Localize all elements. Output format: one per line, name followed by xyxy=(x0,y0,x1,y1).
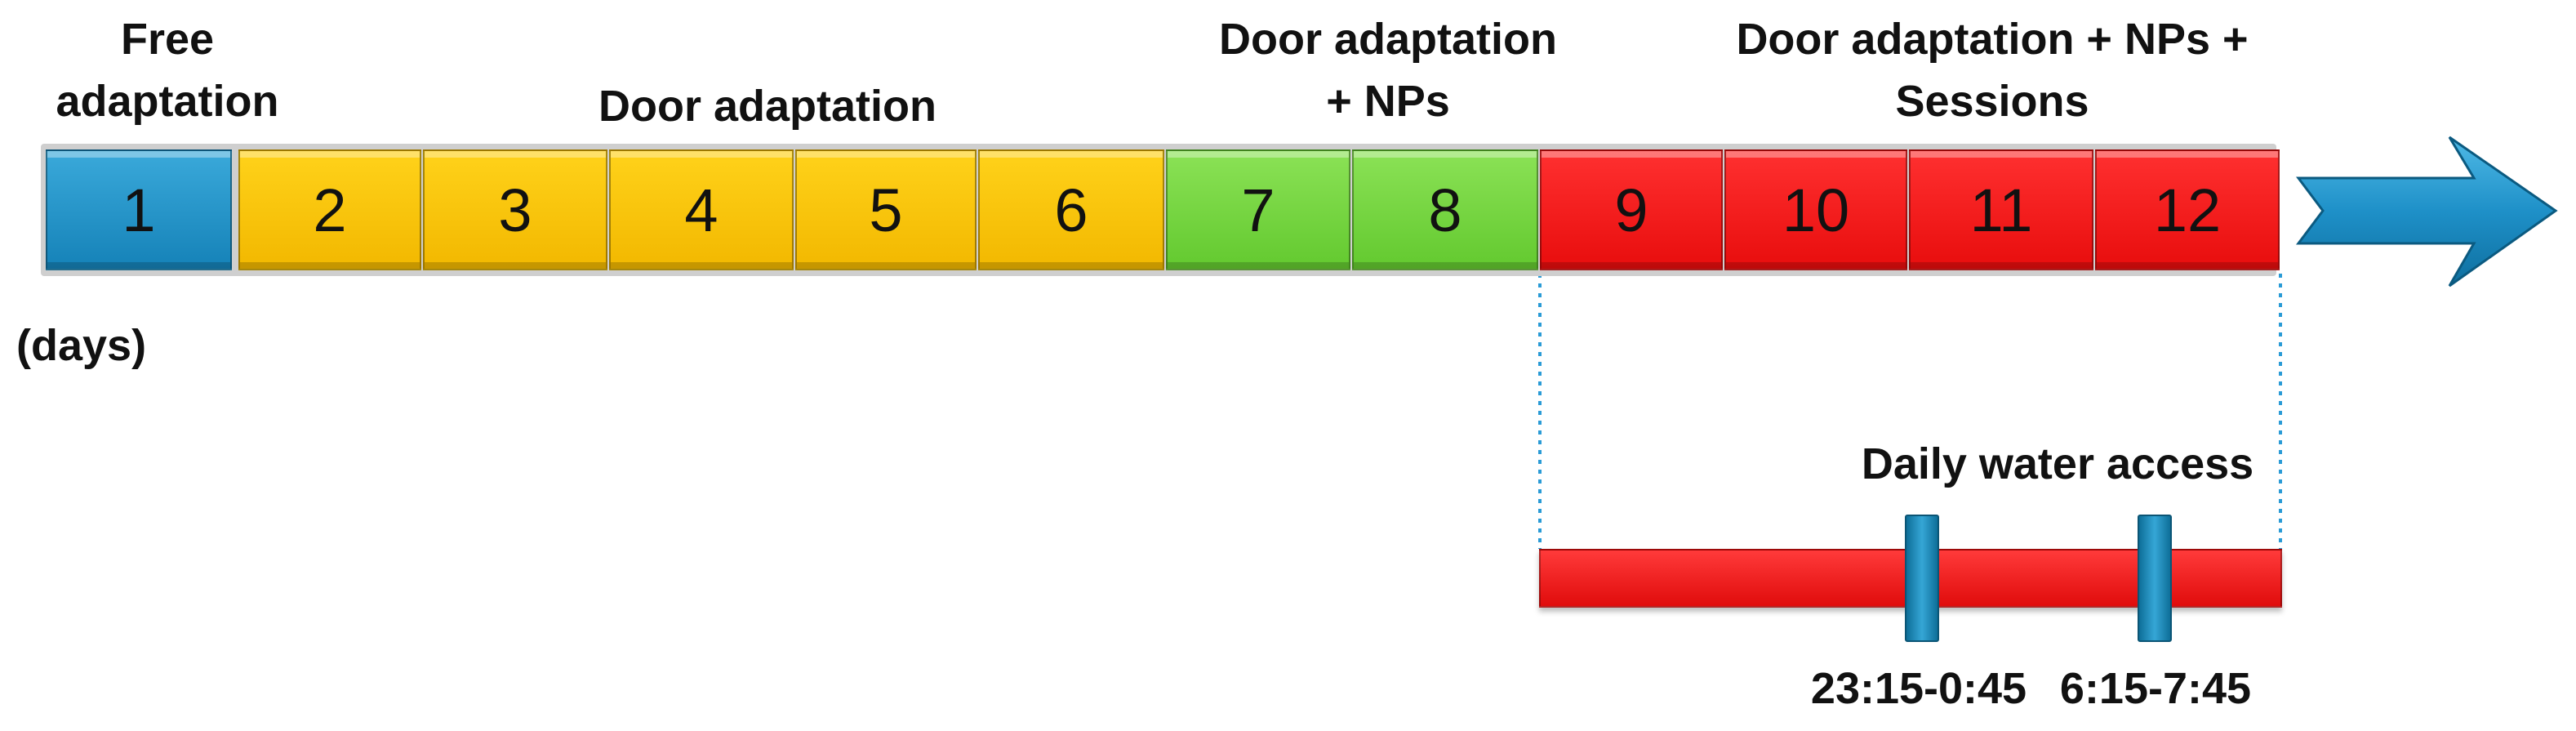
water-window-label-2-text: 6:15-7:45 xyxy=(2059,664,2252,713)
day-block: 4 xyxy=(609,149,794,270)
day-number: 7 xyxy=(1241,176,1275,244)
water-window-marker-2 xyxy=(2138,515,2172,642)
day-number: 12 xyxy=(2153,176,2222,244)
day-number: 1 xyxy=(122,176,156,244)
water-window-marker-1 xyxy=(1905,515,1939,642)
water-access-title: Daily water access xyxy=(1813,433,2302,495)
units-label: (days) xyxy=(16,314,180,377)
water-access-title-text: Daily water access xyxy=(1861,439,2254,488)
day-block: 3 xyxy=(423,149,607,270)
day-block: 5 xyxy=(795,149,977,270)
day-block: 6 xyxy=(978,149,1164,270)
right-arrow-icon xyxy=(2296,136,2558,287)
day-block: 1 xyxy=(46,149,232,270)
day-number: 6 xyxy=(1054,176,1088,244)
water-window-label-2: 6:15-7:45 xyxy=(2025,657,2286,720)
day-number: 9 xyxy=(1614,176,1648,244)
day-block: 9 xyxy=(1540,149,1723,270)
day-block: 11 xyxy=(1909,149,2093,270)
day-block: 8 xyxy=(1352,149,1538,270)
label-free-adaptation: Free adaptation xyxy=(33,8,302,132)
day-block: 10 xyxy=(1724,149,1907,270)
day-number: 11 xyxy=(1969,176,2033,244)
water-window-label-1-text: 23:15-0:45 xyxy=(1810,664,2027,713)
day-number: 2 xyxy=(313,176,347,244)
day-number: 3 xyxy=(498,176,532,244)
water-window-label-1: 23:15-0:45 xyxy=(1780,657,2058,720)
day-number: 10 xyxy=(1782,176,1850,244)
day-number: 8 xyxy=(1428,176,1462,244)
day-number: 4 xyxy=(684,176,719,244)
day-number: 5 xyxy=(869,176,903,244)
label-door-adaptation-nps-sessions: Door adaptation + NPs + Sessions xyxy=(1674,8,2311,132)
label-door-adaptation-nps-sessions-text: Door adaptation + NPs + Sessions xyxy=(1736,15,2249,126)
day-block: 2 xyxy=(238,149,421,270)
label-door-adaptation-text: Door adaptation xyxy=(598,82,937,131)
label-door-adaptation-nps-text: Door adaptation + NPs xyxy=(1219,15,1557,126)
label-door-adaptation: Door adaptation xyxy=(523,75,1012,137)
day-block: 12 xyxy=(2095,149,2280,270)
day-block: 7 xyxy=(1166,149,1350,270)
label-door-adaptation-nps: Door adaptation + NPs xyxy=(1143,8,1633,132)
label-free-adaptation-text: Free adaptation xyxy=(56,15,279,126)
units-label-text: (days) xyxy=(16,321,147,370)
